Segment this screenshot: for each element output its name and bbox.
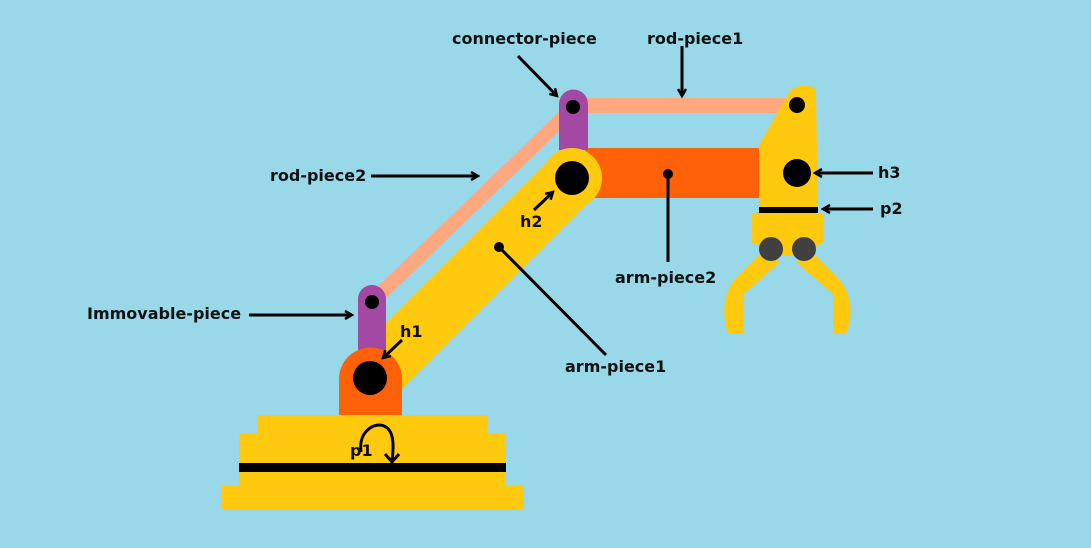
gripper-lower-body	[752, 213, 824, 243]
connector-pin	[566, 100, 580, 114]
base-middle-tier	[239, 433, 506, 489]
arm-piece1-leader	[497, 245, 608, 357]
h2-hinge	[555, 161, 589, 195]
connector-piece-arrow	[516, 54, 557, 96]
p2-line	[759, 207, 818, 213]
label-immovable-piece: Immovable-piece	[87, 304, 242, 323]
label-connector-piece: connector-piece	[452, 29, 597, 48]
base	[221, 415, 524, 510]
label-arm-piece1: arm-piece1	[565, 357, 667, 376]
immovable-pin	[365, 295, 379, 309]
rod-piece2	[367, 102, 578, 308]
gripper-rod-pin	[789, 97, 805, 113]
h2-arrow	[532, 192, 553, 212]
gripper-gear-left	[759, 237, 783, 261]
label-h3: h3	[878, 163, 901, 182]
p1-line	[239, 463, 506, 472]
h1-hinge	[353, 361, 387, 395]
base-bottom-tier	[221, 486, 524, 510]
gripper-left-claw	[724, 252, 780, 334]
label-h2: h2	[520, 212, 543, 231]
label-rod-piece2: rod-piece2	[270, 166, 367, 185]
label-rod-piece1: rod-piece1	[647, 29, 744, 48]
connector-piece	[559, 89, 588, 150]
label-p1: p1	[350, 441, 373, 460]
label-arm-piece2: arm-piece2	[615, 268, 717, 287]
label-p2: p2	[880, 199, 903, 218]
rod-piece1	[570, 98, 790, 113]
immovable-piece	[358, 285, 386, 355]
arm-piece1	[351, 157, 593, 399]
gripper	[724, 85, 851, 334]
rotation-arrow-icon	[359, 423, 395, 462]
h1-arrow	[383, 338, 404, 358]
arm-piece2	[585, 148, 775, 198]
gripper-gear-right	[792, 237, 816, 261]
rotation-arrowhead	[383, 453, 401, 465]
gripper-right-claw	[796, 252, 851, 334]
label-h1: h1	[400, 322, 423, 341]
h3-hinge	[783, 159, 811, 187]
